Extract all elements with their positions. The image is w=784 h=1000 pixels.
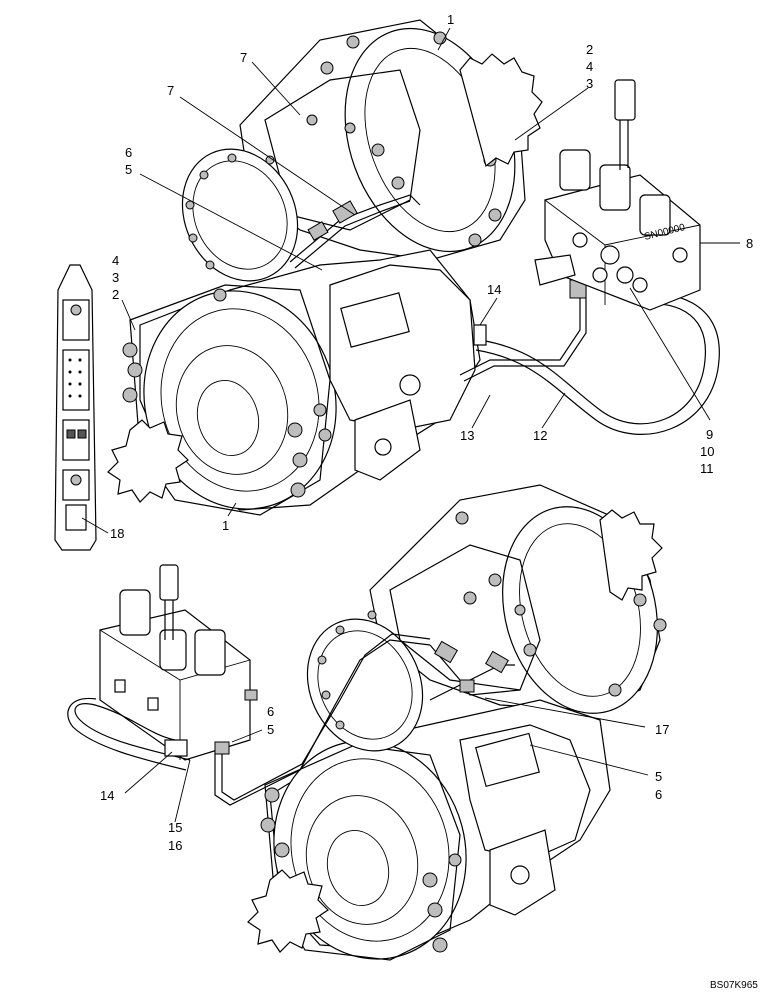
figure-code: BS07K965: [710, 980, 758, 991]
callout-7-upper: 7: [240, 50, 247, 65]
callout-5-mid: 5: [267, 722, 274, 737]
upper-valve-block: SN00000: [534, 79, 701, 311]
callout-3-upper-right: 3: [586, 76, 593, 91]
lower-assembly: [67, 484, 667, 961]
upper-assembly: SN00000: [107, 19, 720, 516]
callout-7-lower: 7: [167, 83, 174, 98]
callout-2-upper-right: 2: [586, 42, 593, 57]
callout-15: 15: [168, 820, 182, 835]
callout-1-lower: 1: [222, 518, 229, 533]
callout-6-mid: 6: [267, 704, 274, 719]
lower-front-motor: [247, 610, 611, 961]
callout-1-upper: 1: [447, 12, 454, 27]
leader-lines: [81, 27, 740, 823]
lower-hydraulic-lines: [67, 633, 521, 806]
callout-12: 12: [533, 428, 547, 443]
callout-13: 13: [460, 428, 474, 443]
callout-3-left: 3: [112, 270, 119, 285]
callout-2-left: 2: [112, 287, 119, 302]
callout-5-upper-left: 5: [125, 162, 132, 177]
callout-10: 10: [700, 444, 714, 459]
callout-18: 18: [110, 526, 124, 541]
lower-rear-motor: [369, 484, 667, 714]
callout-9: 9: [706, 427, 713, 442]
upper-rear-motor: [239, 19, 543, 261]
callout-5-lower-right: 5: [655, 769, 662, 784]
callout-6-lower-right: 6: [655, 787, 662, 802]
callout-14-upper: 14: [487, 282, 501, 297]
callout-17: 17: [655, 722, 669, 737]
callout-4-left: 4: [112, 253, 119, 268]
callout-6-upper-left: 6: [125, 145, 132, 160]
upper-hydraulic-lines: [289, 194, 720, 435]
callout-14-lower: 14: [100, 788, 114, 803]
upper-front-motor: [107, 148, 481, 516]
callout-8: 8: [746, 236, 753, 251]
callout-16: 16: [168, 838, 182, 853]
lower-valve-block: [99, 564, 258, 761]
callout-11: 11: [700, 461, 714, 476]
callout-4-upper-right: 4: [586, 59, 593, 74]
callout-labels: 1 2 4 3 7 7 6 5 4 3 2 8 14 13 12 9 10 11…: [100, 12, 753, 853]
side-detail-view: [54, 264, 97, 551]
